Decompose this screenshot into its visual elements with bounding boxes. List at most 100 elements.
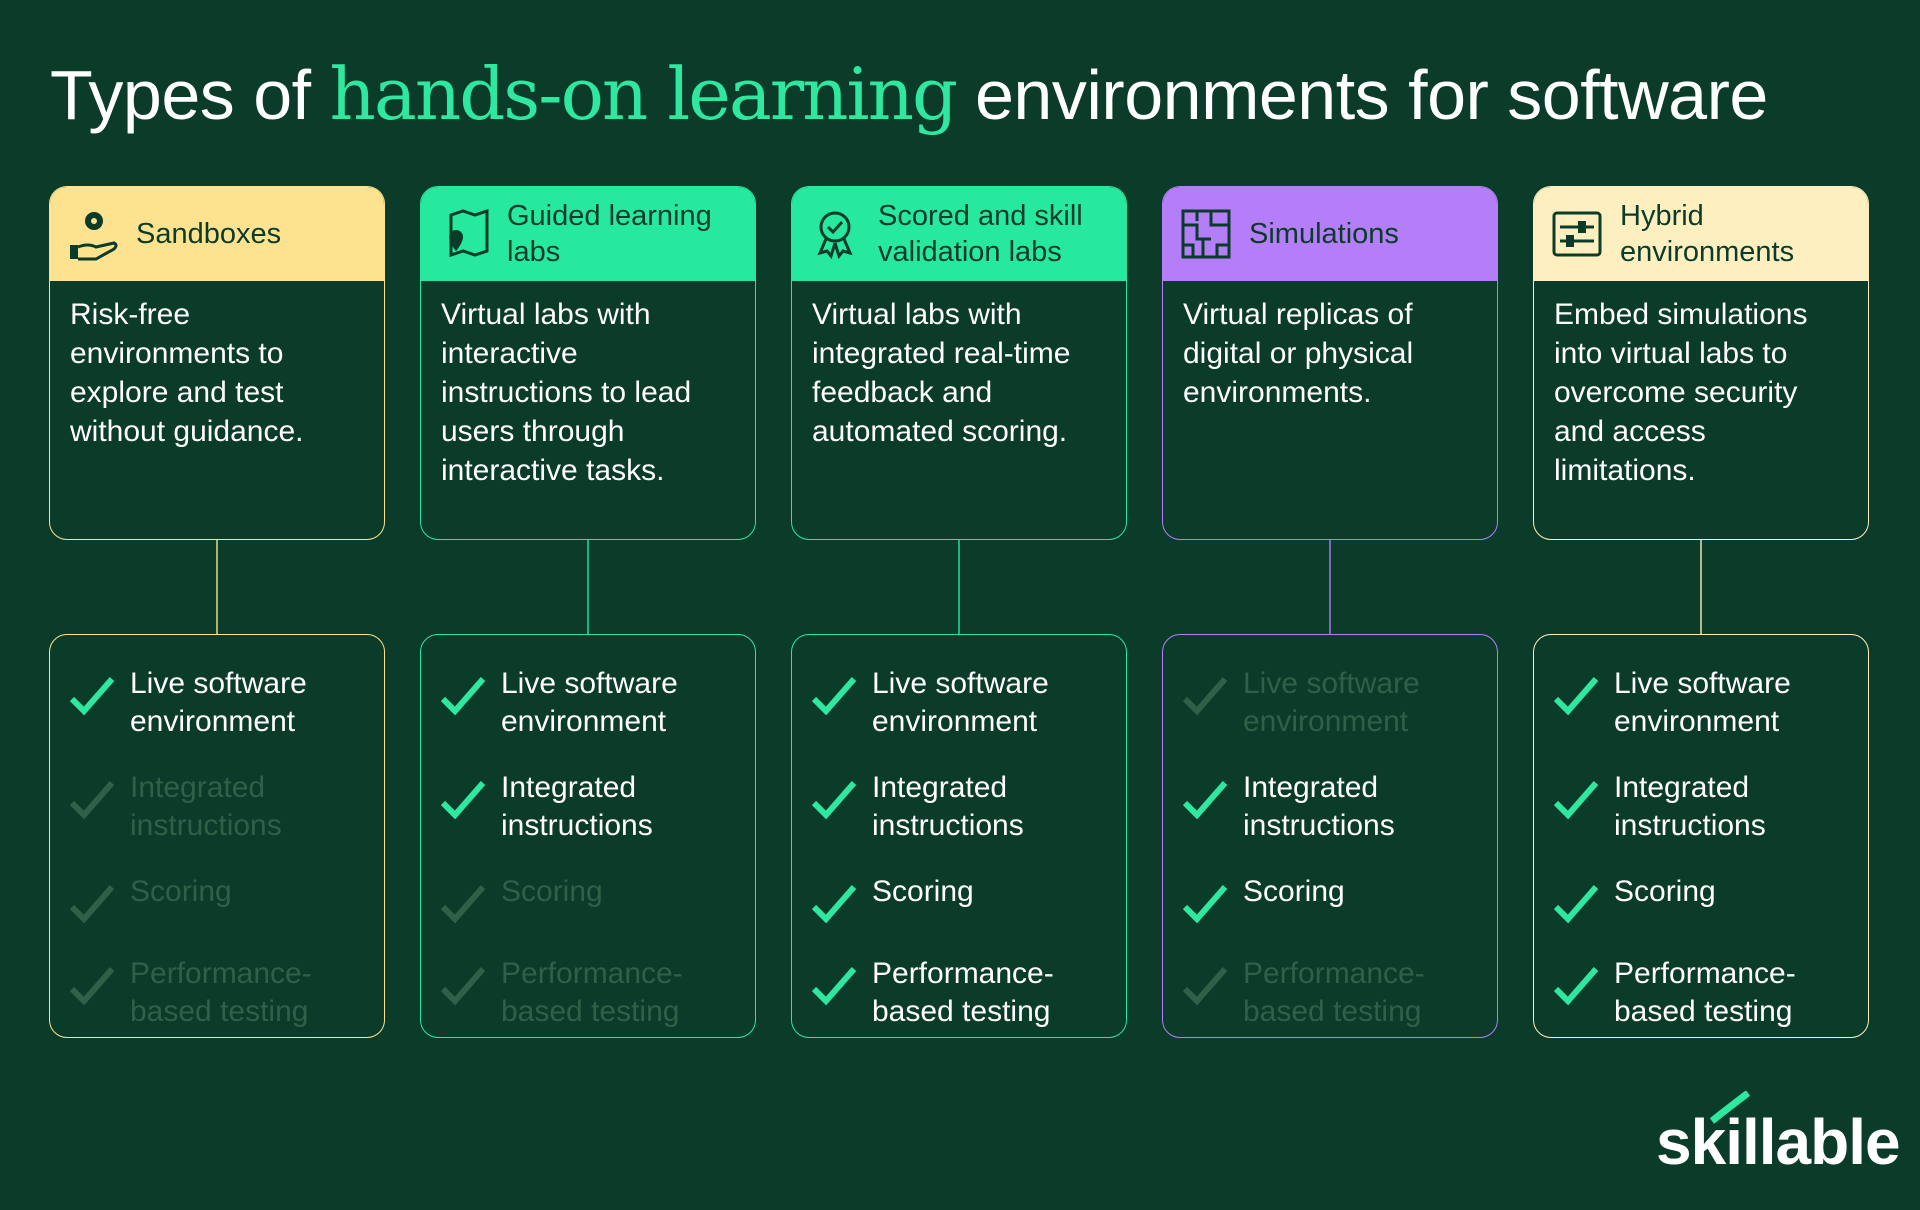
connector-line [1700, 540, 1702, 634]
feature-item: Performance-based testing [439, 955, 739, 1031]
check-icon [69, 677, 115, 716]
connector-line [1329, 540, 1331, 634]
feature-label: Performance-based testing [130, 957, 312, 1028]
check-icon [1182, 677, 1228, 716]
card-description: Virtual replicas of digital or physical … [1183, 298, 1414, 409]
card-header: Hybrid environments [1534, 187, 1868, 281]
card-description: Risk-free environments to explore and te… [70, 298, 304, 448]
environment-card: Hybrid environments Embed simulations in… [1533, 186, 1869, 540]
feature-label: Performance-based testing [1614, 957, 1796, 1028]
card-description: Virtual labs with interactive instructio… [441, 298, 692, 487]
check-icon [811, 781, 857, 820]
feature-label: Performance-based testing [872, 957, 1054, 1028]
feature-label: Integrated instructions [130, 771, 282, 842]
feature-label: Scoring [130, 875, 232, 908]
environment-card: Sandboxes Risk-free environments to expl… [49, 186, 385, 540]
circuit-icon [1181, 209, 1231, 259]
card-description: Virtual labs with integrated real-time f… [812, 298, 1071, 448]
feature-label: Live software environment [872, 667, 1049, 738]
feature-item: Integrated instructions [439, 769, 739, 845]
feature-item: Performance-based testing [810, 955, 1110, 1031]
check-icon [1553, 967, 1599, 1006]
feature-label: Live software environment [501, 667, 678, 738]
feature-label: Live software environment [1614, 667, 1791, 738]
connector-line [216, 540, 218, 634]
feature-item: Integrated instructions [1552, 769, 1852, 845]
card-header: Sandboxes [50, 187, 384, 281]
check-icon [440, 781, 486, 820]
card-header: Scored and skill validation labs [792, 187, 1126, 281]
check-icon [440, 677, 486, 716]
feature-label: Scoring [872, 875, 974, 908]
card-description: Embed simulations into virtual labs to o… [1554, 298, 1808, 487]
feature-label: Performance-based testing [501, 957, 683, 1028]
check-icon [1182, 781, 1228, 820]
card-header: Guided learning labs [421, 187, 755, 281]
hand-gear-icon [70, 212, 118, 261]
feature-label: Performance-based testing [1243, 957, 1425, 1028]
feature-label: Integrated instructions [501, 771, 653, 842]
feature-item: Live software environment [68, 665, 368, 741]
check-icon [1182, 967, 1228, 1006]
check-icon [811, 967, 857, 1006]
environment-card: Guided learning labs Virtual labs with i… [420, 186, 756, 540]
check-icon [1709, 1091, 1751, 1124]
check-icon [1182, 885, 1228, 924]
sliders-icon [1552, 211, 1602, 257]
feature-item: Scoring [1552, 873, 1852, 927]
environment-column: Simulations Virtual replicas of digital … [1162, 186, 1498, 1038]
check-icon [1553, 677, 1599, 716]
card-title: Scored and skill validation labs [878, 200, 1083, 268]
feature-item: Scoring [1181, 873, 1481, 927]
check-icon [1553, 781, 1599, 820]
feature-label: Scoring [501, 875, 603, 908]
environment-column: Guided learning labs Virtual labs with i… [420, 186, 756, 1038]
check-icon [69, 967, 115, 1006]
card-title: Guided learning labs [507, 200, 712, 268]
feature-item: Scoring [810, 873, 1110, 927]
feature-item: Scoring [439, 873, 739, 927]
environment-column: Scored and skill validation labs Virtual… [791, 186, 1127, 1038]
feature-item: Live software environment [810, 665, 1110, 741]
card-header: Simulations [1163, 187, 1497, 281]
check-icon [811, 885, 857, 924]
check-icon [69, 781, 115, 820]
feature-label: Integrated instructions [1243, 771, 1395, 842]
environment-column: Sandboxes Risk-free environments to expl… [49, 186, 385, 1038]
environment-card: Scored and skill validation labs Virtual… [791, 186, 1127, 540]
feature-label: Integrated instructions [872, 771, 1024, 842]
feature-item: Scoring [68, 873, 368, 927]
award-badge-icon [817, 211, 853, 260]
check-icon [69, 885, 115, 924]
feature-item: Performance-based testing [1552, 955, 1852, 1031]
check-icon [440, 885, 486, 924]
card-title: Hybrid environments [1620, 200, 1795, 268]
connector-line [587, 540, 589, 634]
feature-label: Live software environment [1243, 667, 1420, 738]
environment-column: Hybrid environments Embed simulations in… [1533, 186, 1869, 1038]
environment-card: Simulations Virtual replicas of digital … [1162, 186, 1498, 540]
feature-item: Live software environment [1552, 665, 1852, 741]
feature-item: Integrated instructions [810, 769, 1110, 845]
feature-label: Integrated instructions [1614, 771, 1766, 842]
feature-item: Performance-based testing [1181, 955, 1481, 1031]
feature-label: Live software environment [130, 667, 307, 738]
connector-line [958, 540, 960, 634]
check-icon [440, 967, 486, 1006]
feature-item: Integrated instructions [68, 769, 368, 845]
feature-item: Performance-based testing [68, 955, 368, 1031]
page-title: Types of hands-on learning environments … [50, 52, 1768, 136]
feature-label: Scoring [1614, 875, 1716, 908]
card-title: Sandboxes [136, 218, 282, 250]
check-icon [1553, 885, 1599, 924]
skillable-logo: skillable [1656, 1091, 1901, 1179]
feature-item: Live software environment [1181, 665, 1481, 741]
card-title: Simulations [1249, 218, 1399, 250]
feature-item: Live software environment [439, 665, 739, 741]
map-pin-icon [449, 208, 489, 258]
